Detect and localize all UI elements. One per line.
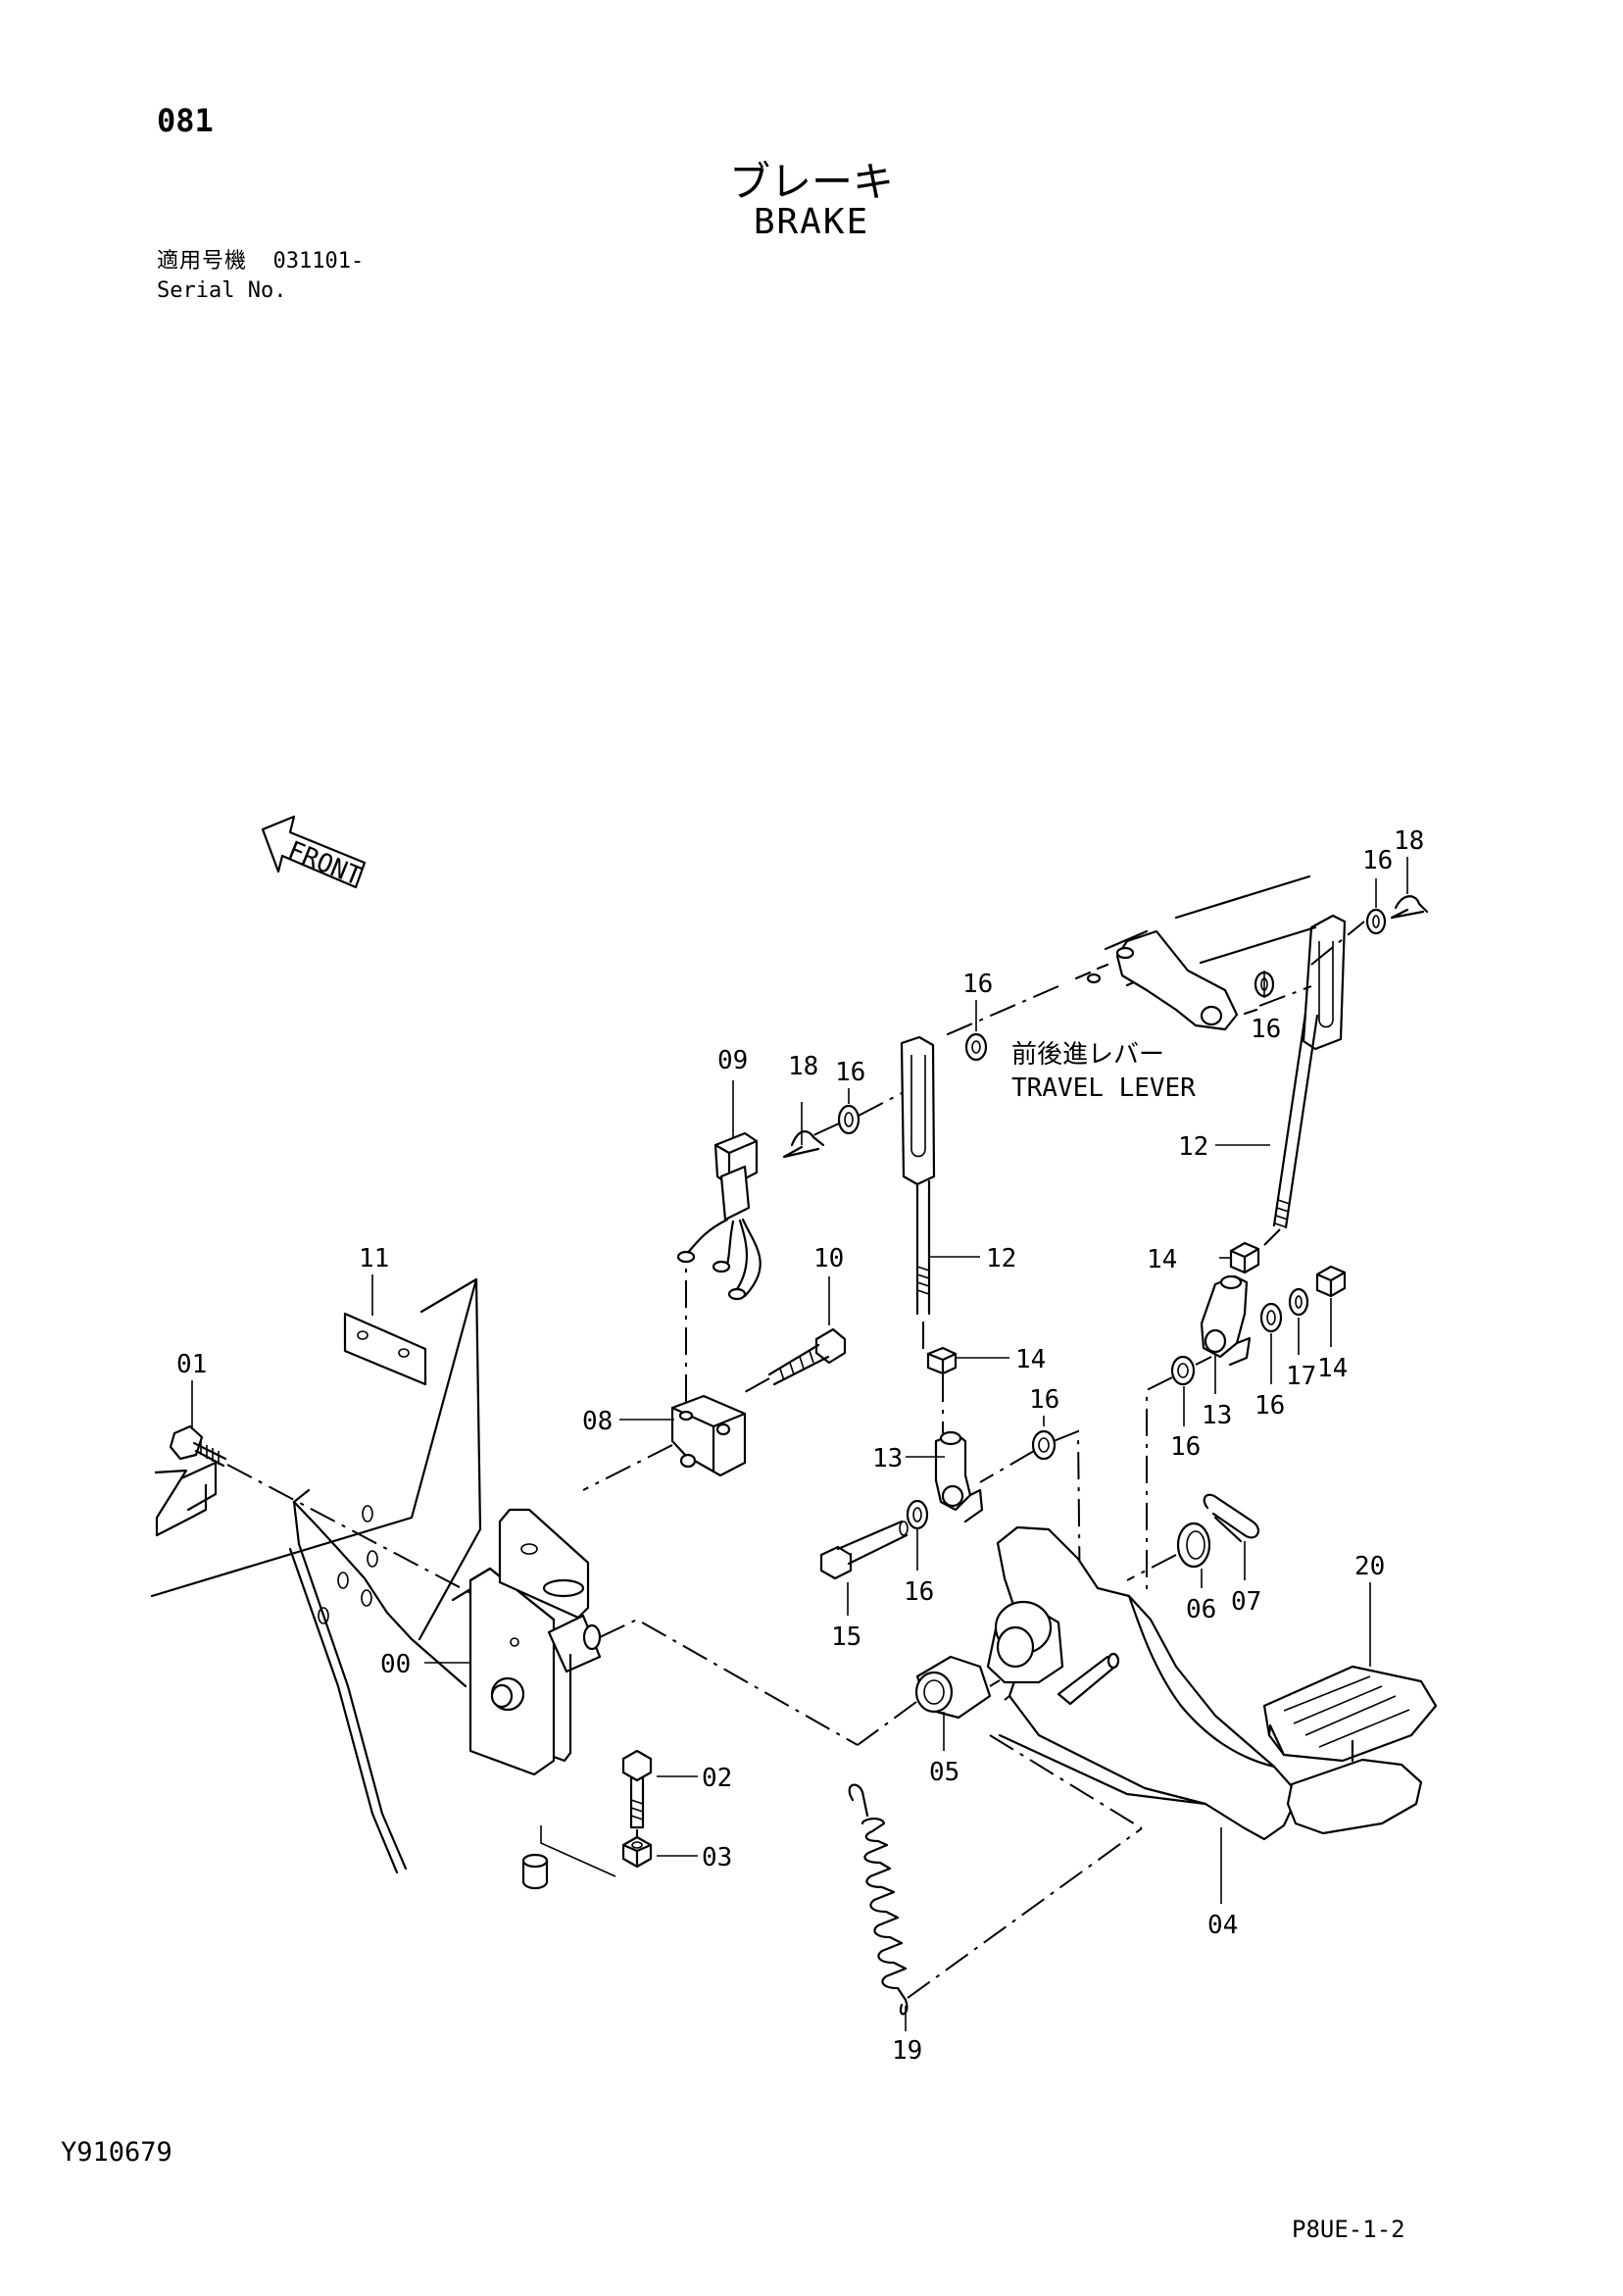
callout-16-g: 16 (835, 1058, 865, 1087)
callout-16-c: 16 (1029, 1385, 1059, 1415)
callout-18-left: 18 (788, 1052, 818, 1081)
callout-19: 19 (892, 2036, 922, 2066)
callout-00: 00 (380, 1650, 411, 1679)
part-16-washer-b (906, 1499, 929, 1530)
stopper-rubber (521, 1825, 616, 1890)
serial-label: Serial No. (157, 278, 287, 303)
callout-16-b: 16 (904, 1577, 934, 1607)
page-title: BRAKE (753, 202, 870, 242)
callout-13-left: 13 (872, 1444, 903, 1473)
part-02-bolt (621, 1749, 653, 1843)
part-16-washer-d (1259, 1302, 1283, 1333)
callout-16-a: 16 (1362, 846, 1393, 875)
frame-panel (150, 1277, 482, 1874)
part-03-nut (621, 1835, 653, 1869)
callout-16-e: 16 (1170, 1432, 1201, 1462)
part-11-plate (343, 1312, 427, 1386)
callout-16-h: 16 (1251, 1015, 1281, 1044)
callout-09: 09 (717, 1046, 748, 1075)
callout-03: 03 (702, 1843, 732, 1872)
part-19-spring (848, 1783, 1143, 2016)
callout-05: 05 (929, 1758, 959, 1787)
part-14-nut-right-a (1229, 1241, 1260, 1274)
callout-15: 15 (831, 1622, 861, 1652)
part-18-pin-left (782, 1130, 825, 1159)
part-14-nut-left (926, 1346, 958, 1433)
callout-11: 11 (359, 1244, 389, 1273)
leader-lines (191, 857, 1408, 2031)
callout-12-right: 12 (1178, 1132, 1208, 1162)
page-title-japanese: ブレーキ (728, 158, 894, 206)
callout-10: 10 (813, 1244, 844, 1273)
callout-14-right-a: 14 (1147, 1245, 1177, 1274)
callout-18-right: 18 (1394, 826, 1424, 856)
part-12-rod-left (900, 1035, 936, 1353)
part-04-pedal (986, 1525, 1301, 1841)
callout-16-f: 16 (962, 970, 993, 999)
travel-lever-label: TRAVEL LEVER (1011, 1073, 1196, 1103)
serial-info: 適用号機 031101- Serial No. (157, 247, 364, 306)
part-16-washer-c (979, 1429, 1081, 1617)
callout-01: 01 (176, 1350, 207, 1379)
part-13-clevis-right (1200, 1274, 1252, 1367)
callout-02: 02 (702, 1764, 732, 1793)
part-16-washer-f (964, 1032, 988, 1062)
part-12-rod-right (1263, 914, 1347, 1246)
part-14-nut-right-b (1315, 1265, 1347, 1298)
sheet-code: P8UE-1-2 (1292, 2216, 1405, 2243)
serial-label-japanese: 適用号機 (157, 249, 248, 274)
travel-lever-shaft: 前後進レバー TRAVEL LEVER (940, 874, 1365, 1103)
front-label: FRONT (283, 836, 366, 892)
part-08-switch (582, 1251, 747, 1491)
part-17-washer (1288, 1287, 1309, 1317)
callout-14-left: 14 (1015, 1345, 1046, 1374)
part-06-snap-ring (1126, 1522, 1211, 1581)
figure-id: Y910679 (61, 2137, 172, 2168)
part-10-bolt (744, 1327, 847, 1393)
callout-07: 07 (1231, 1587, 1261, 1617)
part-07-clip (1203, 1493, 1259, 1543)
serial-value: 031101- (272, 249, 365, 274)
part-05-bushing (857, 1655, 1001, 1746)
part-16-washer-g (812, 1092, 903, 1136)
callout-12-left: 12 (986, 1244, 1016, 1273)
page-number: 081 (157, 102, 214, 139)
part-13-clevis-left (934, 1430, 984, 1523)
callout-08: 08 (582, 1407, 613, 1436)
part-16-washer-e (1146, 1355, 1212, 1596)
part-15-pin (819, 1520, 909, 1580)
part-18-pin-right (1390, 895, 1429, 920)
part-00-bracket (468, 1508, 859, 1776)
callout-13-right: 13 (1202, 1401, 1232, 1430)
part-callouts: 00 01 02 03 04 05 06 07 08 09 10 11 12 1… (176, 826, 1424, 2066)
callout-17: 17 (1286, 1362, 1316, 1391)
part-20-pedal-pad (1262, 1665, 1438, 1835)
travel-lever-label-japanese: 前後進レバー (1011, 1040, 1164, 1070)
callout-14-right-b: 14 (1317, 1354, 1348, 1383)
part-01-bolt (154, 1424, 471, 1594)
front-arrow-icon: FRONT (261, 815, 367, 892)
callout-04: 04 (1207, 1911, 1238, 1940)
callout-06: 06 (1186, 1595, 1216, 1624)
callout-20: 20 (1354, 1552, 1385, 1581)
part-16-washer-a (1365, 908, 1387, 935)
part-09-connector (676, 1131, 762, 1301)
callout-16-d: 16 (1254, 1391, 1285, 1421)
